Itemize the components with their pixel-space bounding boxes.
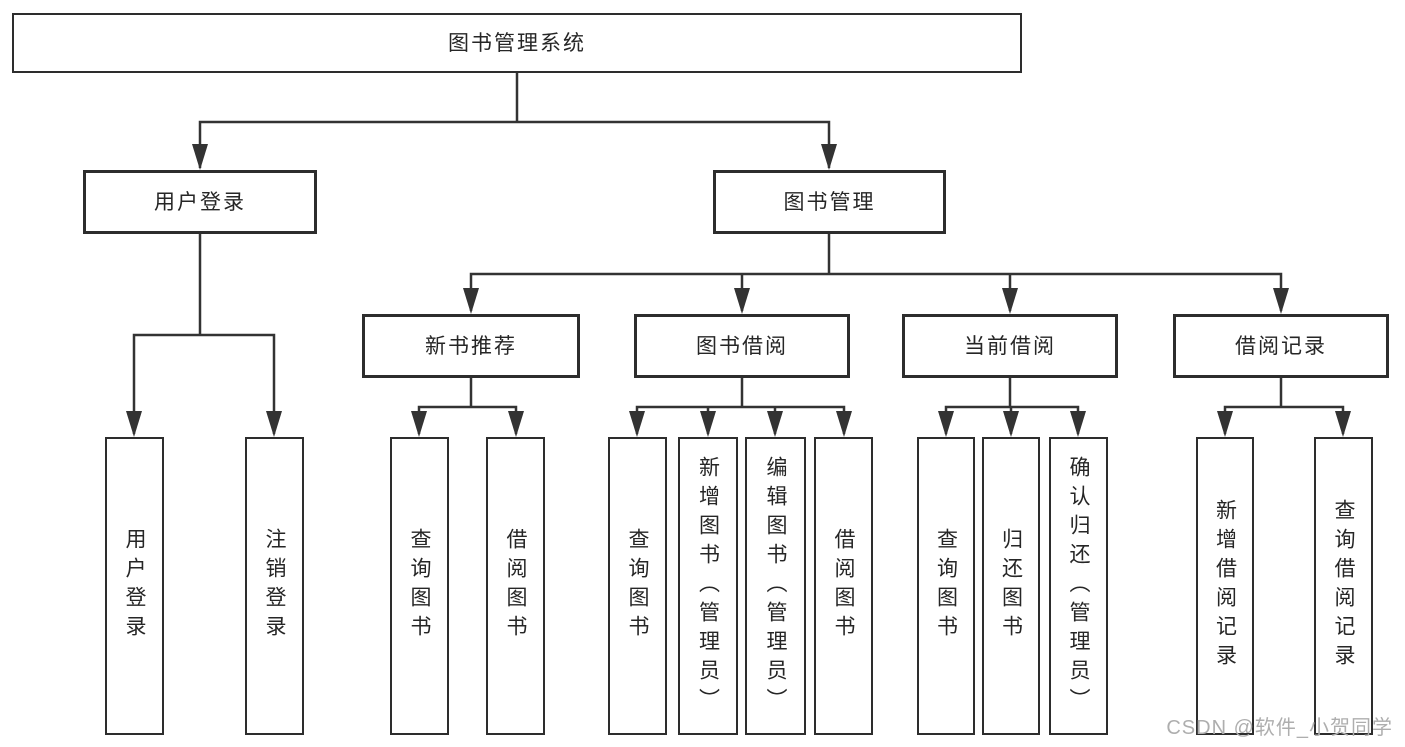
node-new-book-recommend: 新书推荐 bbox=[362, 314, 580, 378]
node-book-borrow-label: 图书借阅 bbox=[696, 334, 788, 358]
leaf-query-borrow-record-label: 查询借阅记录 bbox=[1332, 499, 1355, 673]
node-root-label: 图书管理系统 bbox=[448, 31, 586, 55]
node-book-management: 图书管理 bbox=[713, 170, 946, 234]
connector-root-to-level1 bbox=[198, 72, 831, 168]
node-borrow-records: 借阅记录 bbox=[1173, 314, 1389, 378]
leaf-add-books-admin-label: 新增图书（管理员） bbox=[696, 455, 720, 717]
leaf-borrow-books-2-label: 借阅图书 bbox=[832, 528, 855, 644]
node-current-borrow: 当前借阅 bbox=[902, 314, 1118, 378]
leaf-query-borrow-record: 查询借阅记录 bbox=[1314, 437, 1373, 735]
node-book-management-label: 图书管理 bbox=[783, 190, 876, 214]
leaf-borrow-books-2: 借阅图书 bbox=[814, 437, 873, 735]
leaf-edit-books-admin: 编辑图书（管理员） bbox=[745, 437, 806, 735]
connector-userlogin-to-leaves bbox=[132, 234, 276, 434]
leaf-query-books-1-label: 查询图书 bbox=[408, 528, 431, 644]
leaf-logout-login-label: 注销登录 bbox=[263, 528, 286, 644]
leaf-query-books-3-label: 查询图书 bbox=[934, 528, 958, 644]
leaf-add-borrow-record-label: 新增借阅记录 bbox=[1213, 499, 1237, 673]
leaf-confirm-return-admin: 确认归还（管理员） bbox=[1049, 437, 1108, 735]
connector-borrowrecords-to-leaves bbox=[1223, 378, 1345, 434]
leaf-user-login-label: 用户登录 bbox=[123, 528, 146, 644]
node-book-borrow: 图书借阅 bbox=[634, 314, 850, 378]
leaf-confirm-return-admin-label: 确认归还（管理员） bbox=[1067, 455, 1090, 717]
node-root-system: 图书管理系统 bbox=[12, 13, 1022, 73]
node-current-borrow-label: 当前借阅 bbox=[964, 334, 1056, 358]
connector-bookmgmt-to-level2 bbox=[469, 234, 1283, 311]
leaf-add-books-admin: 新增图书（管理员） bbox=[678, 437, 738, 735]
connector-bookborrow-to-leaves bbox=[635, 378, 846, 434]
leaf-user-login: 用户登录 bbox=[105, 437, 164, 735]
leaf-query-books-1: 查询图书 bbox=[390, 437, 449, 735]
leaf-edit-books-admin-label: 编辑图书（管理员） bbox=[764, 455, 787, 717]
arrowheads bbox=[126, 144, 1351, 437]
node-borrow-records-label: 借阅记录 bbox=[1235, 334, 1327, 358]
node-user-login-label: 用户登录 bbox=[154, 190, 246, 214]
leaf-logout-login: 注销登录 bbox=[245, 437, 304, 735]
leaf-query-books-2-label: 查询图书 bbox=[626, 528, 649, 644]
connector-newbook-to-leaves bbox=[417, 378, 518, 434]
leaf-query-books-3: 查询图书 bbox=[917, 437, 975, 735]
leaf-return-books-label: 归还图书 bbox=[999, 528, 1023, 644]
leaf-query-books-2: 查询图书 bbox=[608, 437, 667, 735]
csdn-watermark: CSDN @软件_小贺同学 bbox=[1166, 717, 1393, 739]
node-user-login: 用户登录 bbox=[83, 170, 317, 234]
leaf-borrow-books-1: 借阅图书 bbox=[486, 437, 545, 735]
leaf-add-borrow-record: 新增借阅记录 bbox=[1196, 437, 1254, 735]
leaf-borrow-books-1-label: 借阅图书 bbox=[504, 528, 527, 644]
leaf-return-books: 归还图书 bbox=[982, 437, 1040, 735]
node-new-book-recommend-label: 新书推荐 bbox=[425, 334, 517, 358]
